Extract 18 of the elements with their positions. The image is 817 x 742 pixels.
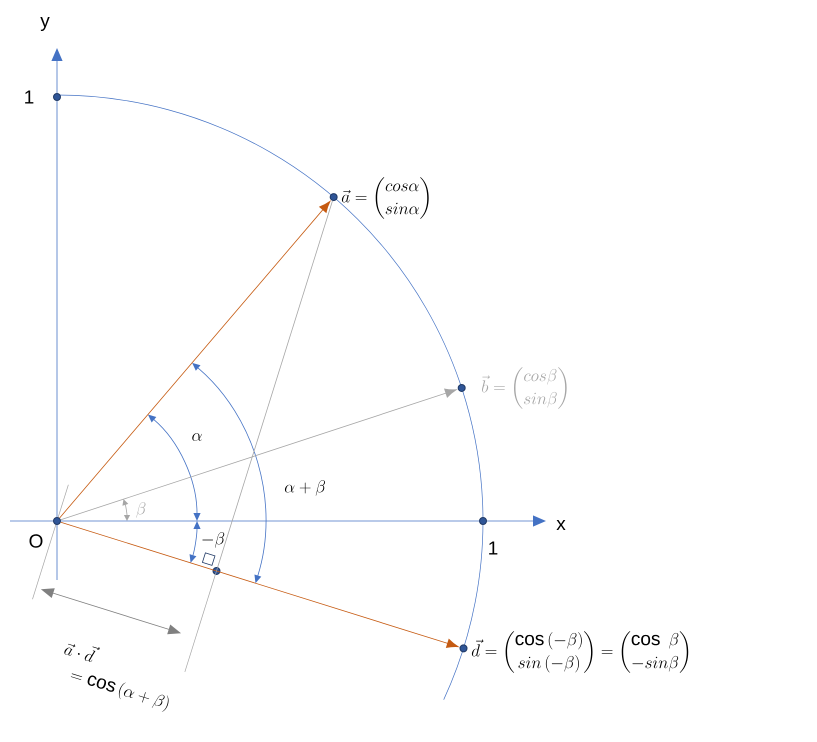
angle-label: $-\beta$ bbox=[202, 532, 224, 548]
axis-label: x bbox=[556, 520, 566, 530]
axis-value: 1 bbox=[25, 90, 34, 104]
vector-formula: $\vec{b} = \begin{pmatrix} cos\beta \\ sin\beta \end{pmatrix}$ bbox=[482, 367, 567, 409]
angle-label: $\alpha + \beta$ bbox=[284, 480, 326, 496]
angle-label: $\beta$ bbox=[136, 502, 146, 518]
projection-formula: $\vec{a}\cdot\vec{d}$ bbox=[64, 644, 100, 662]
axis-value: O bbox=[30, 534, 42, 548]
vector-arrow bbox=[60, 522, 459, 648]
axis-value: 1 bbox=[489, 541, 498, 555]
angle-label: $\alpha$ bbox=[192, 433, 202, 441]
projection-line bbox=[217, 200, 333, 568]
projection-formula: $= \cos\,(\alpha + \beta)$ bbox=[70, 673, 169, 712]
vector-arrow bbox=[59, 200, 330, 518]
vector-arrow bbox=[60, 388, 457, 520]
vector-formula: $\vec{d} = \begin{pmatrix} \cos\,(-\beta) \\ sin\,(-\beta) \end{pmatrix} = \begin{pmatrix} \cos\ \beta \\ -sin\beta \end{pmatrix}$ bbox=[472, 631, 688, 673]
vector-formula: $\vec{a} = \begin{pmatrix} cos\alpha \\ sin\alpha \end{pmatrix}$ bbox=[342, 177, 429, 219]
axis-label: y bbox=[40, 17, 50, 31]
